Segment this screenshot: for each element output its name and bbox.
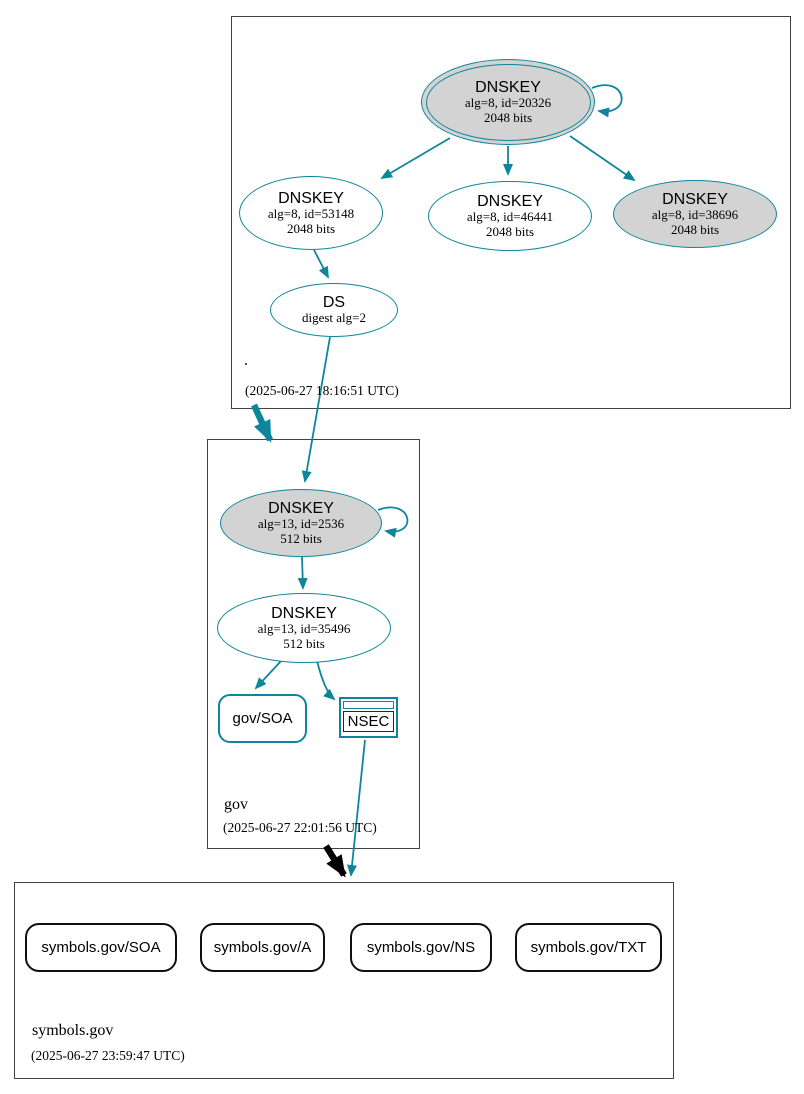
dnskey-root-zsk-46441-node[interactable]: DNSKEY alg=8, id=46441 2048 bits <box>428 181 592 251</box>
edge-gov-zsk-to-soa <box>254 660 282 690</box>
node-detail: alg=8, id=53148 <box>267 206 355 221</box>
node-size: 2048 bits <box>485 223 535 239</box>
edge-root-ksk-to-zsk-53148 <box>380 137 451 180</box>
zone-timestamp-gov: (2025-06-27 22:01:56 UTC) <box>223 820 377 835</box>
rrset-symbols-soa-node[interactable]: symbols.gov/SOA <box>25 923 177 972</box>
node-detail: alg=8, id=46441 <box>466 209 554 224</box>
node-size: 2048 bits <box>670 221 720 237</box>
node-title: DNSKEY <box>477 193 543 210</box>
node-detail: alg=8, id=38696 <box>651 207 739 222</box>
node-title: DNSKEY <box>475 79 541 96</box>
rrset-label: symbols.gov/NS <box>366 939 476 956</box>
node-title: DNSKEY <box>662 191 728 208</box>
edge-root-ksk-to-zsk-38696 <box>569 135 636 182</box>
node-title: DNSKEY <box>268 500 334 517</box>
rrset-symbols-ns-node[interactable]: symbols.gov/NS <box>350 923 492 972</box>
zone-timestamp-symbols-gov: (2025-06-27 23:59:47 UTC) <box>31 1048 185 1063</box>
edge-gov-ksk-selfsign <box>377 506 409 538</box>
nsec-top-cell <box>343 701 394 709</box>
nsec-label: NSEC <box>343 711 394 732</box>
rrset-gov-soa-node[interactable]: gov/SOA <box>218 694 307 743</box>
node-title: DNSKEY <box>271 605 337 622</box>
zone-box-root <box>231 16 791 409</box>
dnskey-gov-zsk-node[interactable]: DNSKEY alg=13, id=35496 512 bits <box>217 593 391 663</box>
dnskey-root-zsk-38696-node[interactable]: DNSKEY alg=8, id=38696 2048 bits <box>613 180 777 248</box>
rrset-label: symbols.gov/A <box>213 939 312 956</box>
ds-root-node[interactable]: DS digest alg=2 <box>270 283 398 337</box>
node-size: 512 bits <box>280 530 322 546</box>
rrset-label: symbols.gov/TXT <box>530 939 647 956</box>
edge-gov-zsk-to-nsec <box>316 660 336 701</box>
edge-nsec-to-symbols-zone <box>347 739 366 877</box>
node-detail: alg=8, id=20326 <box>464 95 552 110</box>
dnskey-root-ksk-node[interactable]: DNSKEY alg=8, id=20326 2048 bits <box>421 59 595 145</box>
dnskey-gov-ksk-node[interactable]: DNSKEY alg=13, id=2536 512 bits <box>220 489 382 557</box>
edge-delegation-gov-to-symbols <box>323 844 347 878</box>
rrset-symbols-a-node[interactable]: symbols.gov/A <box>200 923 325 972</box>
node-size: 2048 bits <box>483 109 533 125</box>
zone-box-gov <box>207 439 420 849</box>
zone-timestamp-root: (2025-06-27 18:16:51 UTC) <box>245 383 399 398</box>
zone-name-root: . <box>244 352 248 369</box>
edge-gov-ksk-to-zsk <box>297 556 308 590</box>
node-size: 512 bits <box>283 635 325 651</box>
edge-ds-to-gov-ksk <box>301 336 331 483</box>
rrset-label: gov/SOA <box>232 710 293 727</box>
node-detail: alg=13, id=35496 <box>257 621 351 636</box>
zone-box-symbols-gov <box>14 882 674 1079</box>
nsec-gov-node[interactable]: NSEC <box>339 697 398 738</box>
edge-zsk-53148-to-ds <box>313 249 329 279</box>
dnskey-root-zsk-53148-node[interactable]: DNSKEY alg=8, id=53148 2048 bits <box>239 176 383 250</box>
node-title: DS <box>322 294 346 312</box>
node-size: 2048 bits <box>286 220 336 236</box>
rrset-symbols-txt-node[interactable]: symbols.gov/TXT <box>515 923 662 972</box>
zone-name-symbols-gov: symbols.gov <box>32 1022 114 1039</box>
rrset-label: symbols.gov/SOA <box>41 939 161 956</box>
node-detail: digest alg=2 <box>301 310 367 326</box>
node-detail: alg=13, id=2536 <box>257 516 345 531</box>
node-title: DNSKEY <box>278 190 344 207</box>
edge-root-ksk-selfsign <box>591 84 623 118</box>
zone-name-gov: gov <box>224 796 248 813</box>
edge-delegation-root-to-gov <box>251 403 273 443</box>
